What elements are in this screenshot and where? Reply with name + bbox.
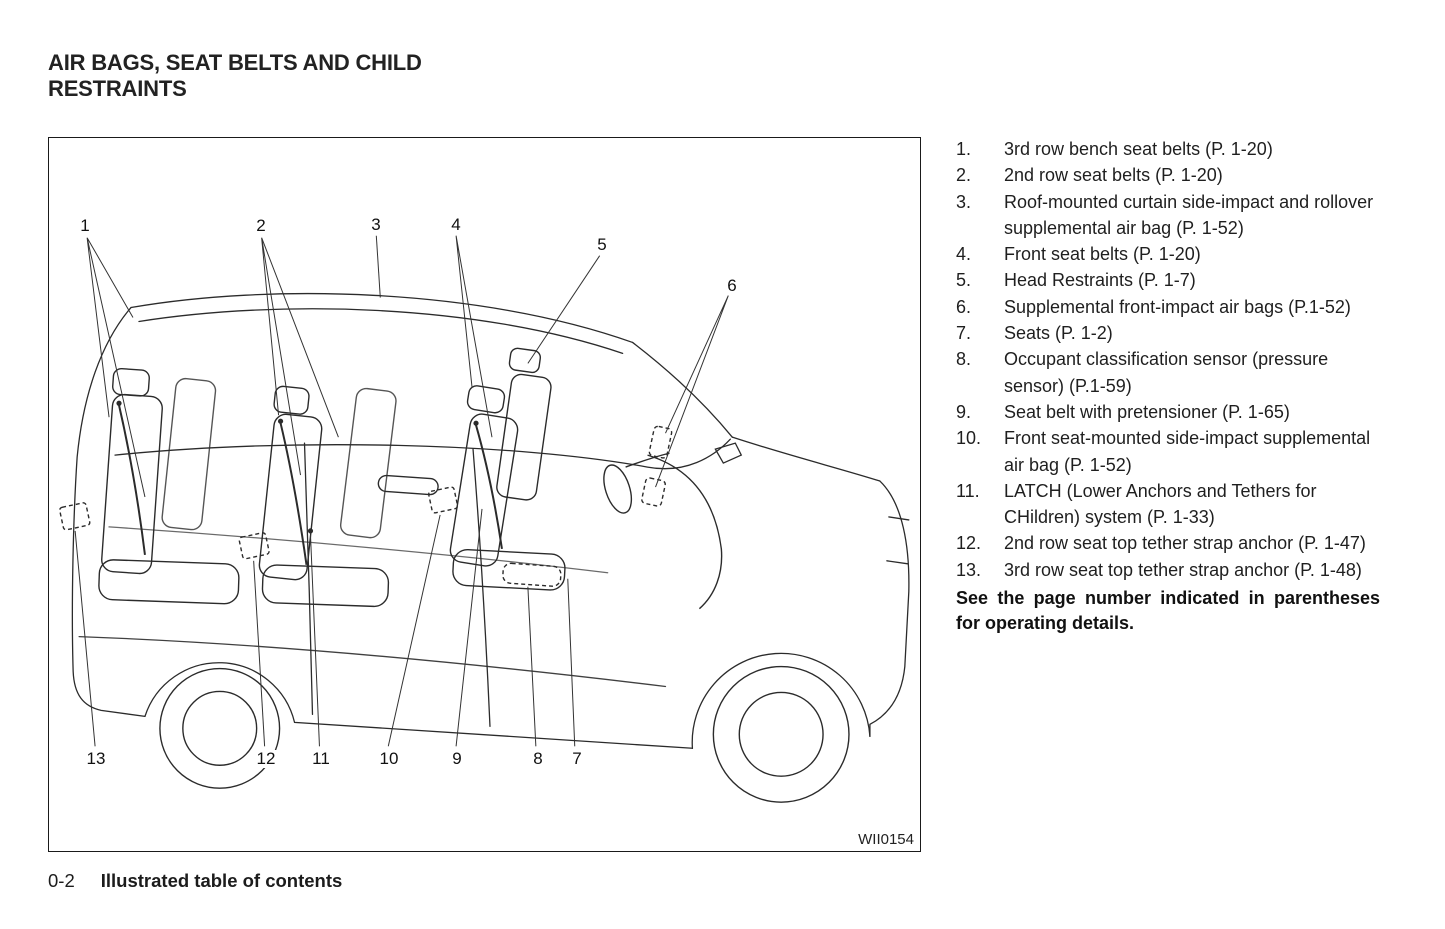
legend-note: See the page number indicated in parenth… [956, 588, 1380, 634]
legend-item-number: 3. [956, 191, 972, 212]
legend-item-number: 4. [956, 244, 972, 265]
legend-item: 2. 2nd row seat belts (P. 1-20) [956, 162, 1380, 188]
figure-callout-7: 7 [570, 749, 584, 768]
legend-item-number: 10. [956, 428, 982, 449]
page-footer: 0-2 Illustrated table of contents [48, 870, 342, 892]
figure-code: WII0154 [854, 831, 914, 848]
legend-item: 6. Supplemental front-impact air bags (P… [956, 294, 1380, 320]
figure-callout-5: 5 [595, 235, 609, 254]
legend-item: 13. 3rd row seat top tether strap anchor… [956, 557, 1380, 583]
figure-callout-13: 13 [84, 749, 108, 768]
figure-callout-8: 8 [531, 749, 545, 768]
legend-item-text: 2nd row seat top tether strap anchor (P.… [1004, 533, 1366, 554]
footer-page-number: 0-2 [48, 870, 75, 891]
legend-item-number: 11. [956, 480, 980, 501]
footer-section-title: Illustrated table of contents [100, 870, 343, 891]
legend-item-text: Front seat belts (P. 1-20) [1004, 244, 1201, 265]
legend-item: 11. LATCH (Lower Anchors and Tethers for… [956, 478, 1380, 531]
legend-item-text: 2nd row seat belts (P. 1-20) [1004, 165, 1223, 186]
legend-item-text: 3rd row bench seat belts (P. 1-20) [1004, 139, 1273, 159]
legend-item-text: 3rd row seat top tether strap anchor (P.… [1004, 559, 1362, 580]
illustration-figure: 1 2 3 4 5 6 7 8 9 10 11 12 13 WII0154 [48, 137, 921, 852]
page-title-line2: RESTRAINTS [48, 76, 187, 101]
figure-callout-2: 2 [254, 216, 268, 235]
figure-callout-6: 6 [725, 276, 739, 295]
legend-item-text: Seat belt with pretensioner (P. 1-65) [1004, 401, 1290, 422]
figure-callout-4: 4 [449, 215, 463, 234]
legend-item-text: LATCH (Lower Anchors and Tethers for CHi… [1004, 480, 1317, 528]
legend-item-number: 7. [956, 323, 972, 344]
legend-item: 10. Front seat-mounted side-impact suppl… [956, 425, 1380, 478]
legend-item-text: Occupant classification sensor (pressure… [1004, 349, 1329, 396]
figure-callout-1: 1 [78, 216, 92, 235]
legend-item: 7. Seats (P. 1-2) [956, 320, 1380, 346]
legend-item-number: 2. [956, 165, 972, 186]
legend-item-number: 12. [956, 533, 982, 554]
legend-item: 8. Occupant classification sensor (press… [956, 346, 1380, 399]
legend-item-text: Seats (P. 1-2) [1004, 323, 1113, 344]
figure-callout-11: 11 [310, 749, 332, 768]
legend-item-number: 8. [956, 349, 972, 370]
legend-item-text: Front seat-mounted side-impact supplemen… [1004, 428, 1371, 475]
legend-item: 12. 2nd row seat top tether strap anchor… [956, 530, 1380, 556]
figure-callout-12: 12 [254, 749, 278, 768]
legend-item: 1. 3rd row bench seat belts (P. 1-20) [956, 136, 1380, 162]
page-title-line1: AIR BAGS, SEAT BELTS AND CHILD [48, 50, 422, 75]
figure-callout-3: 3 [369, 215, 383, 234]
legend-item: 5. Head Restraints (P. 1-7) [956, 267, 1380, 293]
figure-callout-10: 10 [377, 749, 401, 768]
legend-item-number: 6. [956, 296, 972, 317]
legend-item-number: 5. [956, 270, 972, 291]
legend-item-text: Head Restraints (P. 1-7) [1004, 270, 1196, 291]
legend-item: 4. Front seat belts (P. 1-20) [956, 241, 1380, 267]
legend-item-number: 9. [956, 401, 972, 422]
car-cutaway-illustration [59, 235, 910, 803]
legend-item-text: Roof-mounted curtain side-impact and rol… [1004, 191, 1374, 238]
legend-item-number: 13. [956, 559, 982, 580]
legend-list: 1. 3rd row bench seat belts (P. 1-20) 2.… [956, 136, 1380, 636]
figure-callout-9: 9 [450, 749, 464, 768]
page-title: AIR BAGS, SEAT BELTS AND CHILD RESTRAINT… [48, 50, 422, 102]
legend-item-text: Supplemental front-impact air bags (P.1-… [1004, 296, 1351, 317]
legend-item: 9. Seat belt with pretensioner (P. 1-65) [956, 399, 1380, 425]
legend-item: 3. Roof-mounted curtain side-impact and … [956, 189, 1380, 242]
legend-item-number: 1. [956, 139, 972, 159]
